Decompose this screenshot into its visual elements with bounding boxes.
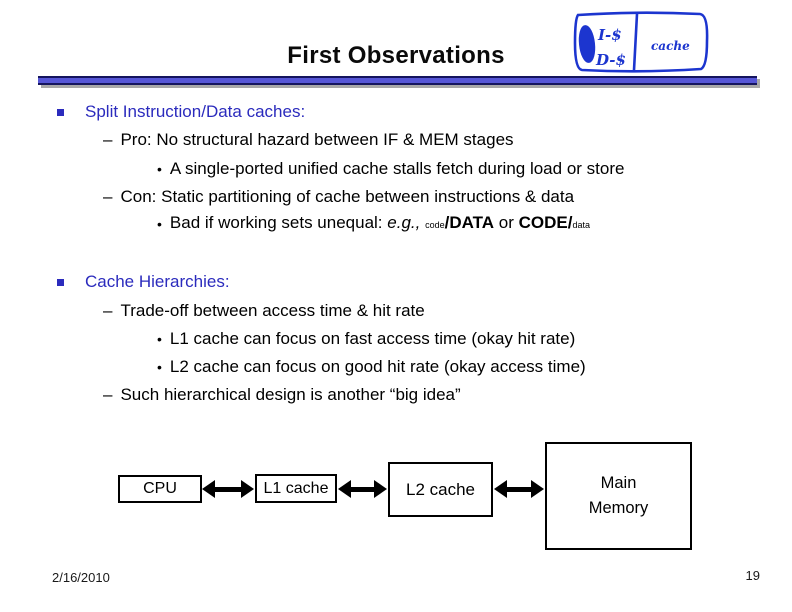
bullet-line-l2-cache: • L2 cache can focus on good hit rate (o… [157,356,586,378]
bullet-line-cache-hierarchies: Cache Hierarchies: [57,271,230,293]
arrowhead-right [531,480,544,498]
dash-bullet-icon: – [103,130,113,149]
arrow-shaft [507,486,531,492]
dot-bullet-icon: • [157,216,162,232]
arrow-shaft [351,486,374,492]
line-text: Such hierarchical design is another “big… [120,385,461,404]
square-bullet-icon [57,278,64,286]
box-label: L1 cache [263,479,329,497]
double-arrow-icon-l1-l2 [338,480,387,498]
text-segment-data-bold: /DATA [444,213,495,232]
dash-bullet-icon: – [103,187,113,206]
footer-date: 2/16/2010 [52,570,110,585]
box-label: CPU [143,480,177,497]
arrowhead-right [374,480,387,498]
box-label-line1: Main [600,474,637,493]
sketch-label-dcache: D-$ [595,51,626,69]
sketch-label-icache: I-$ [597,26,622,44]
heading-text: Cache Hierarchies: [85,272,230,291]
dot-bullet-icon: • [157,331,162,347]
footer-page-number: 19 [745,568,760,583]
line-text: Pro: No structural hazard between IF & M… [120,130,514,149]
box-label: L2 cache [406,479,475,499]
bullet-line-con-sub: • Bad if working sets unequal: e.g., cod… [157,213,590,235]
diagram-box-l2-cache: L2 cache [388,462,493,517]
bullet-line-pro-sub: • A single-ported unified cache stalls f… [157,158,624,180]
dot-bullet-icon: • [157,359,162,375]
bullet-line-split-caches: Split Instruction/Data caches: [57,101,305,123]
text-segment-data-small: data [572,220,590,230]
sketch-box-outline [573,11,709,73]
arrowhead-left [494,480,507,498]
arrowhead-left [338,480,351,498]
text-segment-code-bold: CODE/ [518,213,573,232]
heading-text: Split Instruction/Data caches: [85,102,306,121]
bullet-line-big-idea: – Such hierarchical design is another “b… [103,384,461,406]
text-segment-eg: e.g., [387,213,426,232]
arrow-shaft [215,486,241,492]
arrowhead-right [241,480,254,498]
bullet-line-con: – Con: Static partitioning of cache betw… [103,186,574,208]
text-segment: Bad if working sets unequal: [169,213,388,232]
line-text: L1 cache can focus on fast access time (… [169,329,576,348]
box-label-line2: Memory [588,499,649,517]
text-segment-or: or [494,213,519,232]
dot-bullet-icon: • [157,161,162,177]
double-arrow-icon-l2-mm [494,480,544,498]
title-separator-rule [38,76,757,85]
line-text: A single-ported unified cache stalls fet… [169,159,625,178]
diagram-box-l1-cache: L1 cache [255,474,337,503]
arrowhead-left [202,480,215,498]
line-text: Trade-off between access time & hit rate [120,301,425,320]
handdrawn-cache-sketch: I-$ D-$ cache [573,11,709,73]
diagram-box-main-memory: Main Memory [545,442,692,550]
dash-bullet-icon: – [103,301,113,320]
line-text: Con: Static partitioning of cache betwee… [120,187,575,206]
text-segment-code-small: code [425,220,445,230]
sketch-label-cache: cache [651,39,690,53]
page-title: First Observations [287,42,505,69]
square-bullet-icon [57,108,64,116]
line-text: L2 cache can focus on good hit rate (oka… [169,357,586,376]
dash-bullet-icon: – [103,385,113,404]
bullet-line-pro: – Pro: No structural hazard between IF &… [103,129,514,151]
line-text: Bad if working sets unequal: e.g., code/… [170,212,590,236]
bullet-line-l1-cache: • L1 cache can focus on fast access time… [157,328,575,350]
bullet-line-tradeoff: – Trade-off between access time & hit ra… [103,300,425,322]
double-arrow-icon-cpu-l1 [202,480,254,498]
diagram-box-cpu: CPU [118,475,202,503]
sketch-oval-icon [578,25,596,63]
